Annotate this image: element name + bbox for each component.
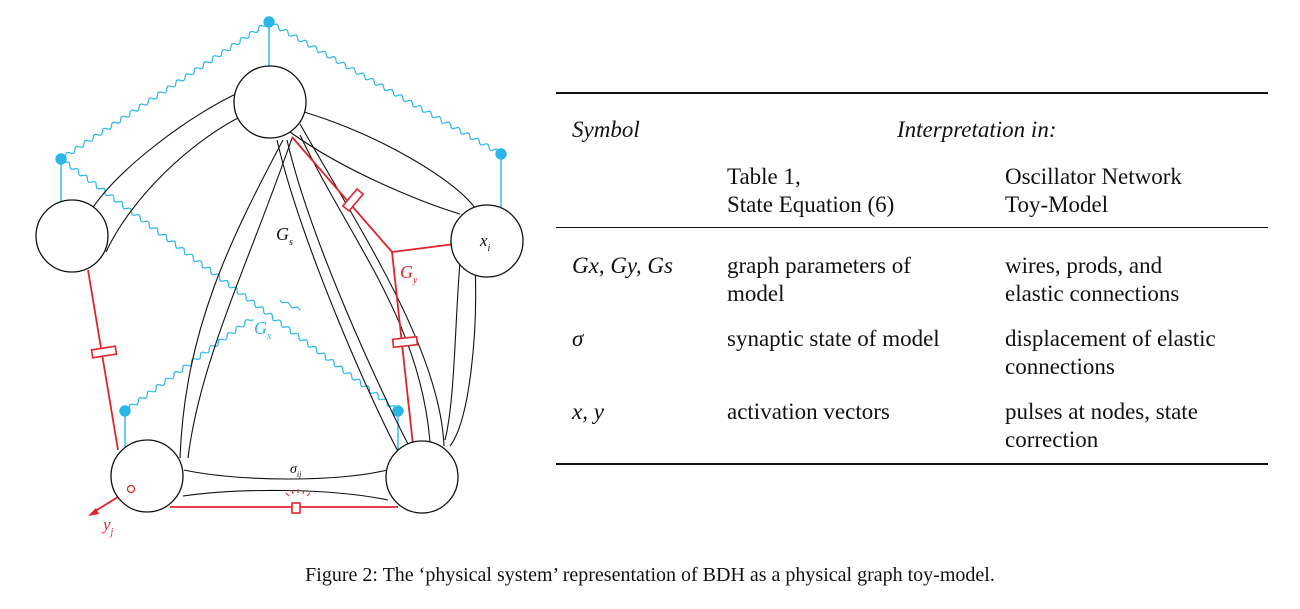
label-gs: Gs xyxy=(276,224,293,248)
table-top-rule xyxy=(556,92,1268,94)
row-3-col3-line2: correction xyxy=(1005,427,1099,452)
pin-left xyxy=(55,153,67,165)
header-col2-line1: Table 1, xyxy=(727,164,801,189)
figure-caption: Figure 2: The ‘physical system’ represen… xyxy=(305,564,995,586)
nodes xyxy=(35,65,524,514)
header-col2-line2: State Equation (6) xyxy=(727,192,895,217)
header-col3-line2: Toy-Model xyxy=(1005,192,1109,217)
gx-pins xyxy=(55,16,507,460)
label-gx: Gx xyxy=(254,318,272,342)
label-gy: Gy xyxy=(400,262,418,286)
table-header-rule xyxy=(556,227,1268,228)
node-bottom-right xyxy=(385,440,459,514)
label-sigma-ij: σij xyxy=(290,462,302,479)
spring-left-bottomright xyxy=(60,158,398,414)
gs-wires xyxy=(87,91,477,501)
row-2-col2-line1: synaptic state of model xyxy=(727,326,940,351)
label-yj: yj xyxy=(101,515,114,538)
symbol-interpretation-table: Symbol Interpretation in: Table 1, State… xyxy=(556,92,1268,465)
pin-bottom-left xyxy=(119,405,131,417)
row-1-col3-line2: elastic connections xyxy=(1005,281,1180,306)
pin-bottom-right xyxy=(392,405,404,417)
row-1-col2-line2: model xyxy=(727,281,785,306)
row-3-col2-line1: activation vectors xyxy=(727,399,890,424)
spring-top-right xyxy=(268,21,501,157)
spark-icon xyxy=(285,489,311,497)
node-left xyxy=(35,199,109,273)
spring-center-bottomright xyxy=(279,299,301,311)
table-bottom-rule xyxy=(556,463,1268,465)
row-3-col3-line1: pulses at nodes, state xyxy=(1005,399,1198,424)
spring-bottomleft-center xyxy=(124,319,254,413)
row-1-col3-line1: wires, prods, and xyxy=(1005,253,1163,278)
row-2-col3-line1: displacement of elastic xyxy=(1005,326,1216,351)
header-col3-line1: Oscillator Network xyxy=(1005,164,1182,189)
node-right xyxy=(450,204,524,278)
gx-springs xyxy=(60,20,501,414)
row-1-col2-line1: graph parameters of xyxy=(727,253,911,278)
header-symbol: Symbol xyxy=(572,117,640,142)
row-1-symbol: Gx, Gy, Gs xyxy=(572,253,673,278)
header-interpretation: Interpretation in: xyxy=(897,117,1057,142)
row-2-symbol: σ xyxy=(572,326,584,351)
node-top xyxy=(233,65,307,139)
row-2-col3-line2: connections xyxy=(1005,354,1115,379)
node-bottom-left xyxy=(110,439,184,513)
spring-left-top xyxy=(60,20,269,161)
y-arrowhead xyxy=(88,508,99,516)
physical-graph-diagram: Gs Gy Gx xi yj σij xyxy=(35,16,524,538)
pin-right xyxy=(495,148,507,160)
gy-dampers xyxy=(90,187,419,514)
pin-top xyxy=(263,16,275,28)
row-3-symbol: x, y xyxy=(572,399,604,424)
label-xi: xi xyxy=(479,231,491,254)
